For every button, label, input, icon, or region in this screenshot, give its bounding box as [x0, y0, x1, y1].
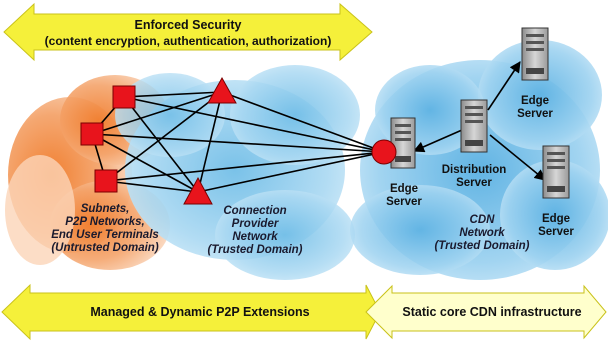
p2p-node-square: [112, 85, 136, 109]
p2p-node-square: [80, 122, 104, 146]
enforced-security-title: Enforced Security: [134, 18, 242, 32]
cdn-infrastructure-banner: [365, 284, 607, 340]
edge-server-right-label: Edge Server: [538, 213, 574, 238]
distribution-server-label: Distribution Server: [441, 164, 507, 189]
provider-network-label: Connection Provider Network (Trusted Dom…: [207, 205, 303, 256]
provider-node-triangle: [207, 76, 237, 104]
provider-node-triangle: [183, 176, 213, 205]
cdn-network-label: CDN Network (Trusted Domain): [434, 214, 530, 252]
edge-server-label: Edge Server: [386, 183, 422, 208]
cdn-infrastructure-label: Static core CDN infrastructure: [402, 305, 582, 319]
edge-server-icon: [542, 145, 570, 199]
edge-server-node: [371, 139, 397, 165]
p2p-node-square: [94, 169, 118, 193]
enforced-security-banner: [3, 2, 373, 62]
enforced-security-subtitle: (content encryption, authentication, aut…: [44, 34, 332, 48]
edge-server-icon: [390, 117, 416, 169]
distribution-server-icon: [460, 99, 488, 153]
untrusted-domain-label: Subnets, P2P Networks, End User Terminal…: [51, 203, 159, 254]
p2p-extensions-label: Managed & Dynamic P2P Extensions: [90, 305, 310, 319]
cdn-links: [412, 61, 546, 181]
edge-server-icon: [521, 27, 549, 81]
mesh-links: [91, 91, 385, 193]
edge-server-top-label: Edge Server: [517, 95, 553, 120]
